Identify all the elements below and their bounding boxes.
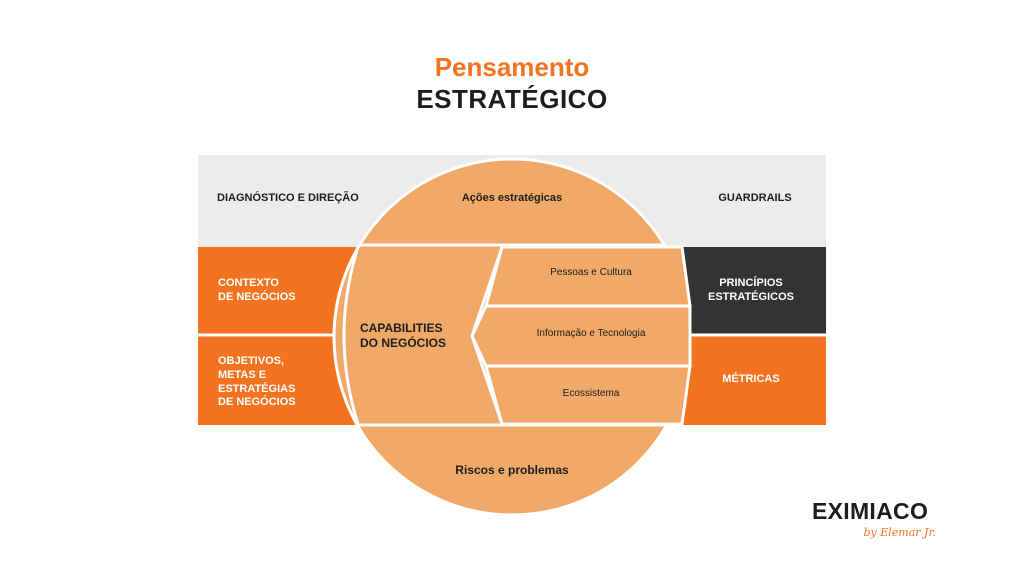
metricas-label: MÉTRICAS (722, 373, 780, 385)
logo-byline: by Elemar Jr. (863, 526, 936, 539)
objetivos-block (198, 335, 358, 425)
capability-item: Ecossistema (562, 388, 620, 399)
principios-label: PRINCÍPIOS ESTRATÉGICOS (708, 277, 794, 303)
title-line-1: Pensamento (434, 52, 590, 82)
objetivos-label: OBJETIVOS, METAS E ESTRATÉGIAS DE NEGÓCI… (218, 355, 296, 409)
eximiaco-logo: EXIMIACO by Elemar Jr. (812, 498, 942, 548)
capability-item: Pessoas e Cultura (550, 267, 632, 278)
principios-block (666, 247, 826, 335)
acoes-label: Ações estratégicas (461, 192, 563, 204)
logo-brand: EXIMIACO (812, 498, 929, 524)
capabilities-label: CAPABILITIES DO NEGÓCIOS (360, 321, 447, 350)
metricas-block (666, 335, 826, 425)
title-line-2: ESTRATÉGICO (416, 84, 608, 114)
diagnostico-label: DIAGNÓSTICO E DIREÇÃO (217, 192, 359, 204)
capability-item: Informação e Tecnologia (536, 328, 646, 339)
contexto-block (198, 247, 358, 335)
riscos-label: Riscos e problemas (455, 463, 569, 477)
contexto-label: CONTEXTO DE NEGÓCIOS (218, 277, 296, 303)
guardrails-label: GUARDRAILS (718, 192, 792, 204)
segment-ecossistema (484, 364, 692, 426)
